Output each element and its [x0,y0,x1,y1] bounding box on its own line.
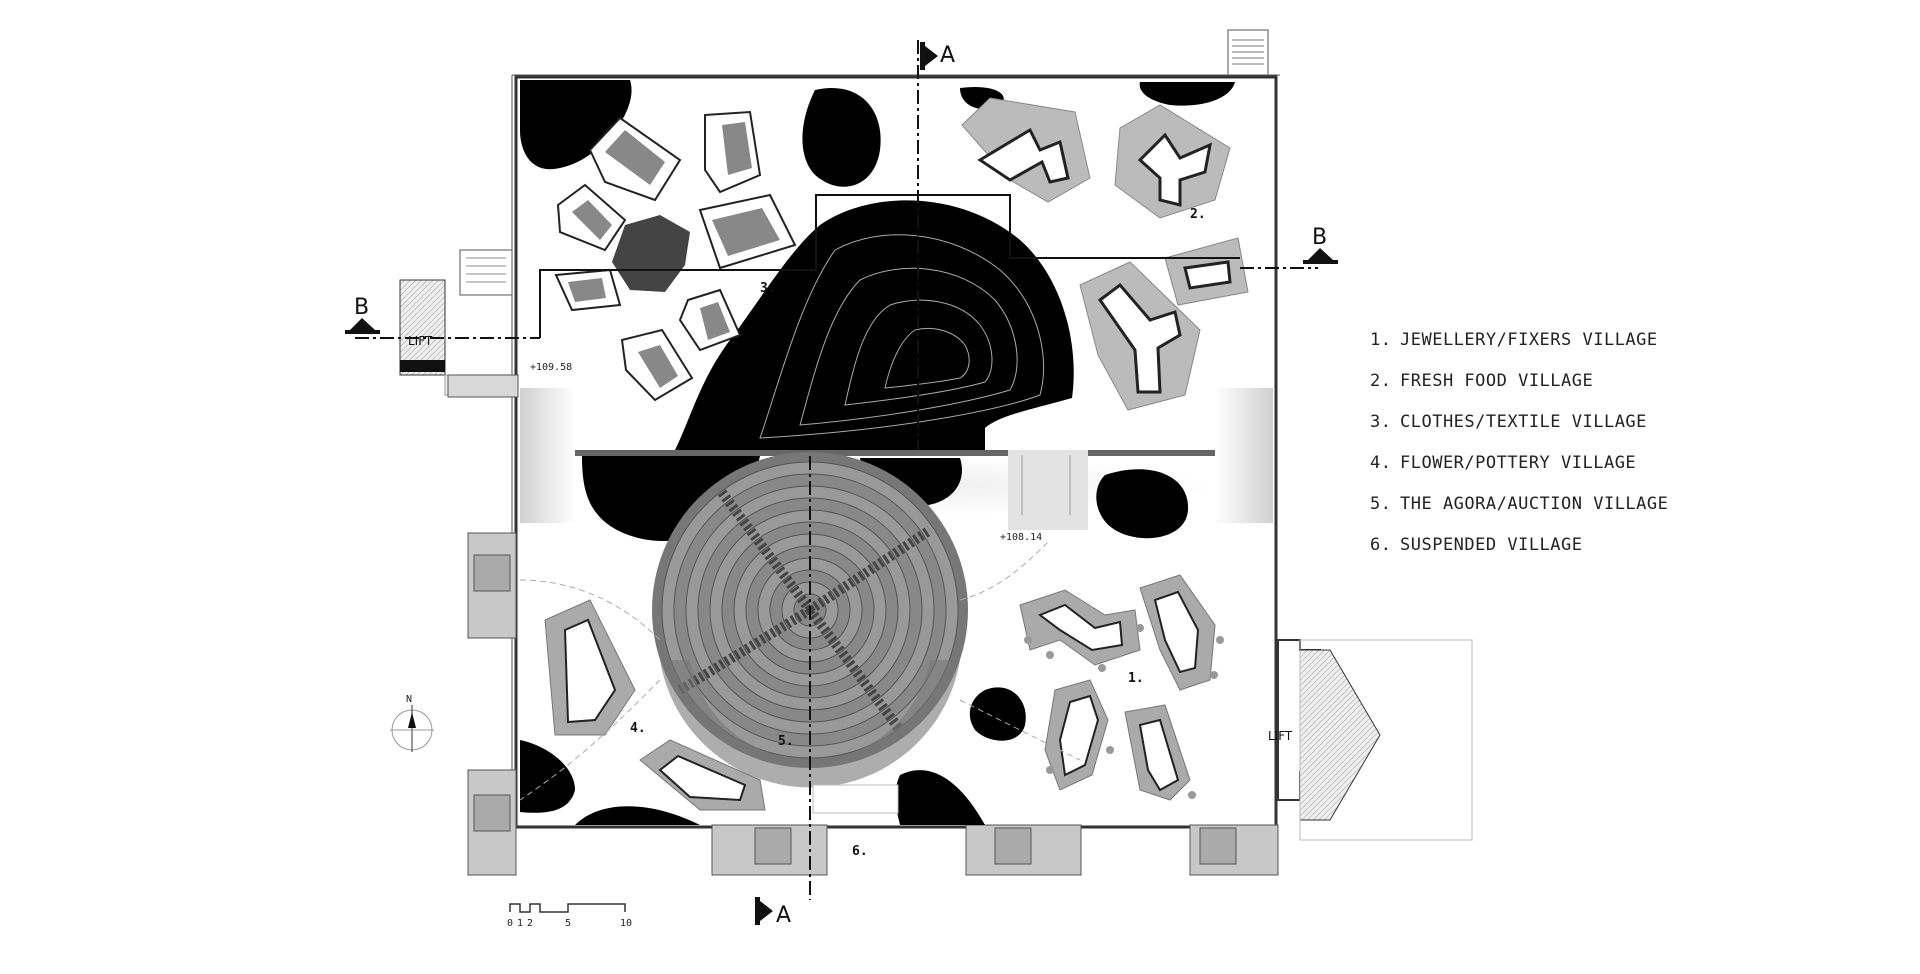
mound-contours [759,234,1045,439]
scale-tick-0: 0 [507,918,513,929]
legend-label: CLOTHES/TEXTILE VILLAGE [1400,412,1647,432]
legend-label: JEWELLERY/FIXERS VILLAGE [1400,330,1658,350]
scale-bar: 0 1 2 5 10 [507,903,632,929]
section-a-bottom: A [776,903,791,928]
elevation-upper: +109.58 [530,362,572,373]
stair-towers [447,374,1279,876]
section-b-east: B [1312,225,1327,250]
textile-village [554,110,797,402]
legend-num: 5. [1370,494,1392,514]
landscape-mounds [520,80,1235,825]
scale-tick-5: 5 [565,918,571,929]
section-b-west: B [354,295,369,320]
legend-item: 5. THE AGORA/AUCTION VILLAGE [1370,494,1668,535]
legend-item: 2. FRESH FOOD VILLAGE [1370,371,1668,412]
section-markers [345,42,1338,925]
zone-label-4: 4. [630,721,646,736]
legend-num: 6. [1370,535,1392,555]
legend-num: 1. [1370,330,1392,350]
zone-label-3: 3. [760,281,776,296]
west-entry: LIFT [399,249,516,396]
lift-label-west: LIFT [408,334,433,348]
legend-item: 4. FLOWER/POTTERY VILLAGE [1370,453,1668,494]
legend-num: 4. [1370,453,1392,473]
section-a-top: A [940,43,955,68]
section-lines [355,40,1318,900]
elevation-lower: +108.14 [1000,532,1042,543]
legend-label: FLOWER/POTTERY VILLAGE [1400,453,1637,473]
zone-label-1: 1. [1128,671,1144,686]
legend-item: 3. CLOTHES/TEXTILE VILLAGE [1370,412,1668,453]
legend-label: THE AGORA/AUCTION VILLAGE [1400,494,1669,514]
circulation-paths [519,539,1081,801]
scale-tick-1: 1 [517,918,523,929]
lift-label-east: LIFT [1268,729,1293,743]
scale-tick-2: 2 [527,918,533,929]
legend-label: FRESH FOOD VILLAGE [1400,371,1594,391]
legend-item: 6. SUSPENDED VILLAGE [1370,535,1668,576]
east-lift: LIFT [1268,639,1473,841]
north-arrow: N [390,694,434,752]
fresh-food-village [961,97,1249,411]
legend-label: SUSPENDED VILLAGE [1400,535,1583,555]
zone-label-6: 6. [852,844,868,859]
north-label: N [406,694,412,705]
legend-num: 2. [1370,371,1392,391]
legend-num: 3. [1370,412,1392,432]
legend-item: 1. JEWELLERY/FIXERS VILLAGE [1370,330,1668,371]
zone-label-5: 5. [778,734,794,749]
pottery-village [544,599,766,811]
scale-tick-10: 10 [620,918,632,929]
village-legend: 1. JEWELLERY/FIXERS VILLAGE 2. FRESH FOOD … [1370,330,1668,576]
zone-label-2: 2. [1190,207,1206,222]
